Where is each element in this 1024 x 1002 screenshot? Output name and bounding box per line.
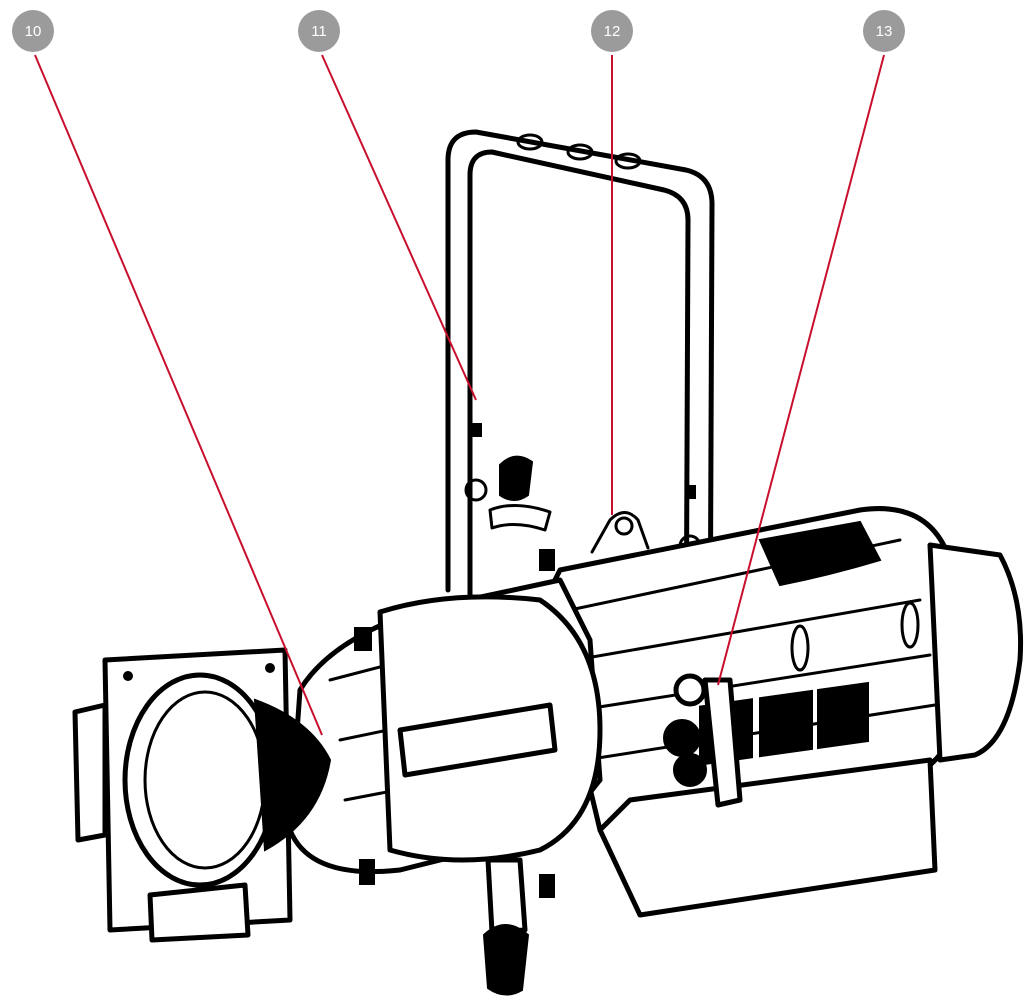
- leader-line-10: [34, 54, 323, 736]
- leader-lines: [34, 54, 885, 736]
- callout-label: 12: [603, 22, 621, 40]
- power-base: [597, 681, 938, 918]
- leader-line-11: [321, 54, 477, 401]
- bottom-handle: [482, 857, 530, 996]
- leader-line-13: [717, 54, 885, 686]
- callout-label: 10: [24, 22, 42, 40]
- lens-barrel: [287, 577, 603, 875]
- shutter-knobs: [354, 549, 555, 898]
- callout-11: 11: [298, 10, 340, 52]
- yoke-lock-eye: [590, 511, 650, 554]
- tilt-lock-knob: [663, 673, 743, 808]
- rear-housing: [542, 506, 1024, 833]
- callout-10: 10: [12, 10, 54, 52]
- front-gel-frame: [72, 647, 332, 943]
- callout-13: 13: [863, 10, 905, 52]
- callout-12: 12: [591, 10, 633, 52]
- top-knob: [488, 455, 552, 532]
- callout-label: 11: [311, 22, 327, 40]
- callout-label: 13: [875, 22, 893, 40]
